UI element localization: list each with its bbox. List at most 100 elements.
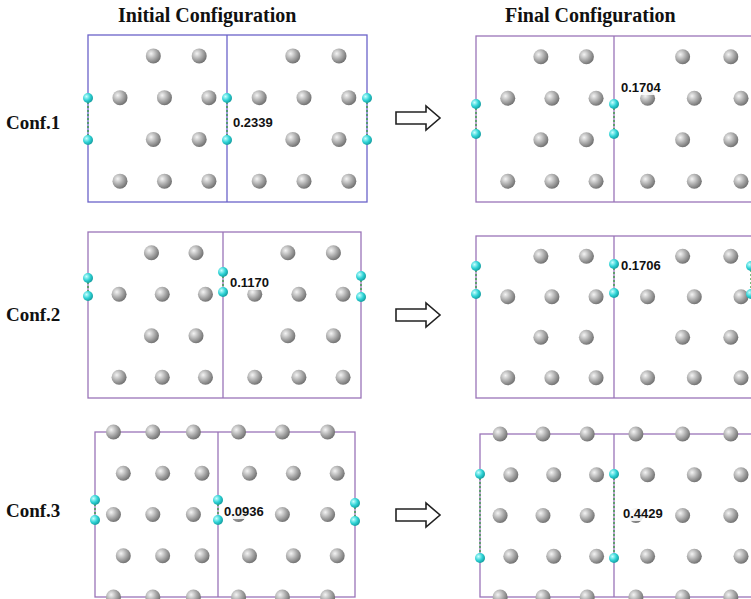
metal-atom <box>146 48 161 63</box>
hydrogen-atom <box>471 129 481 139</box>
metal-atom <box>106 590 121 599</box>
hydrogen-atom <box>83 93 93 103</box>
metal-atom <box>675 330 690 345</box>
metal-atom <box>320 425 335 440</box>
metal-atom <box>533 249 548 264</box>
metal-atom <box>687 549 702 564</box>
distance-line <box>87 98 88 140</box>
cell-panel <box>90 425 360 599</box>
metal-atom <box>189 328 204 343</box>
metal-atom <box>112 174 127 189</box>
metal-atom <box>155 370 170 385</box>
metal-atom <box>112 370 127 385</box>
metal-atom <box>640 549 655 564</box>
metal-atom <box>544 91 559 106</box>
distance-value: 0.4429 <box>622 506 664 521</box>
cell-box <box>476 36 751 202</box>
metal-atom <box>580 508 595 523</box>
metal-atom <box>280 245 295 260</box>
hydrogen-atom <box>609 288 619 298</box>
metal-atom <box>734 370 749 385</box>
metal-atom <box>687 91 702 106</box>
hydrogen-atom <box>213 515 223 525</box>
metal-atom <box>500 174 515 189</box>
metal-atom <box>144 245 159 260</box>
metal-atom <box>192 48 207 63</box>
metal-atom <box>734 467 749 482</box>
metal-atom <box>275 590 290 599</box>
hydrogen-atom <box>609 553 619 563</box>
metal-atom <box>192 132 207 147</box>
cell-boundary <box>613 434 614 597</box>
metal-atom <box>675 427 690 442</box>
column-heading: Final Configuration <box>505 4 676 27</box>
metal-atom <box>291 287 306 302</box>
hydrogen-atom <box>471 261 481 271</box>
cell-box <box>95 432 355 597</box>
metal-atom <box>186 425 201 440</box>
metal-atom <box>687 467 702 482</box>
metal-atom <box>195 466 210 481</box>
metal-atom <box>546 549 561 564</box>
cell-boundary <box>613 36 614 202</box>
distance-value: 0.0936 <box>223 504 265 519</box>
metal-atom <box>640 174 655 189</box>
metal-atom <box>297 90 312 105</box>
metal-atom <box>675 590 690 599</box>
column-heading: Initial Configuration <box>118 4 296 27</box>
metal-atom <box>535 508 550 523</box>
cell-boundary <box>226 35 227 202</box>
metal-atom <box>533 49 548 64</box>
cell-box <box>88 232 361 398</box>
metal-atom <box>145 425 160 440</box>
metal-atom <box>503 549 518 564</box>
metal-atom <box>155 466 170 481</box>
metal-atom <box>493 427 508 442</box>
hydrogen-atom <box>609 99 619 109</box>
metal-atom <box>589 289 604 304</box>
process-arrow <box>396 503 440 527</box>
hydrogen-atom <box>90 495 100 505</box>
metal-atom <box>723 249 738 264</box>
hydrogen-atom <box>83 291 93 301</box>
metal-atom <box>579 132 594 147</box>
process-arrow <box>396 106 440 130</box>
metal-atom <box>589 467 604 482</box>
metal-atom <box>291 370 306 385</box>
hydrogen-atom <box>609 259 619 269</box>
metal-atom <box>675 508 690 523</box>
metal-atom <box>675 49 690 64</box>
metal-atom <box>332 132 347 147</box>
metal-atom <box>286 466 301 481</box>
metal-atom <box>687 289 702 304</box>
metal-atom <box>198 287 213 302</box>
hydrogen-atom <box>83 273 93 283</box>
metal-atom <box>157 174 172 189</box>
metal-atom <box>734 549 749 564</box>
metal-atom <box>297 174 312 189</box>
distance-line <box>613 474 614 558</box>
metal-atom <box>330 466 345 481</box>
metal-atom <box>231 425 246 440</box>
hydrogen-atom <box>222 135 232 145</box>
metal-atom <box>146 132 161 147</box>
metal-atom <box>341 90 356 105</box>
metal-atom <box>330 548 345 563</box>
metal-atom <box>144 328 159 343</box>
metal-atom <box>145 590 160 599</box>
metal-atom <box>580 427 595 442</box>
metal-atom <box>544 289 559 304</box>
distance-value: 0.1704 <box>620 80 662 95</box>
hydrogen-atom <box>356 271 366 281</box>
metal-atom <box>320 507 335 522</box>
metal-atom <box>723 508 738 523</box>
row-label: Conf.2 <box>6 304 60 326</box>
metal-atom <box>723 330 738 345</box>
metal-atom <box>341 174 356 189</box>
metal-atom <box>231 590 246 599</box>
metal-atom <box>145 507 160 522</box>
metal-atom <box>326 328 341 343</box>
metal-atom <box>106 507 121 522</box>
metal-atom <box>500 91 515 106</box>
